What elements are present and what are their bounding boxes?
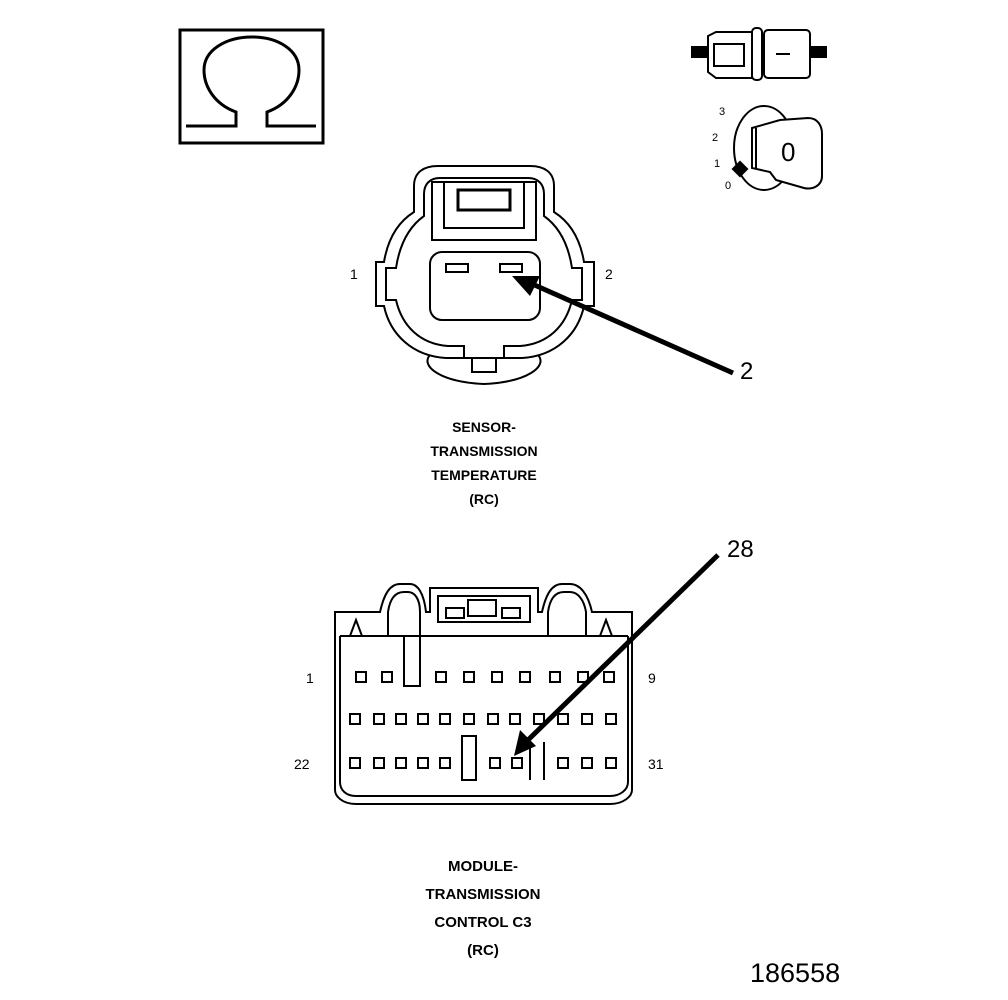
pin-cavity <box>417 757 429 769</box>
pin-cavity <box>373 713 385 725</box>
pin-cavity <box>577 671 589 683</box>
module-connector <box>334 583 633 805</box>
ignition-position-1: 1 <box>714 158 721 170</box>
pin-cavity <box>349 713 361 725</box>
module-pin-cavities <box>349 671 617 769</box>
ohm-icon <box>178 28 325 145</box>
pin-cavity <box>533 713 545 725</box>
sensor-pin-2-label: 2 <box>605 266 613 282</box>
ignition-position-3: 3 <box>719 106 726 118</box>
disconnect-connector-icon <box>691 27 827 81</box>
caption-line: CONTROL C3 <box>434 914 532 931</box>
module-pin-1-label: 1 <box>306 670 314 686</box>
module-pin-22-label: 22 <box>294 756 310 772</box>
module-callout-number: 28 <box>727 536 754 563</box>
pin-cavity <box>439 757 451 769</box>
caption-line: SENSOR- <box>452 419 516 435</box>
pin-cavity <box>373 757 385 769</box>
pin-cavity <box>487 713 499 725</box>
pin-cavity <box>463 713 475 725</box>
pin-cavity <box>395 713 407 725</box>
caption-line: (RC) <box>467 942 499 959</box>
pin-cavity <box>581 713 593 725</box>
pin-cavity <box>395 757 407 769</box>
pin-cavity <box>463 671 475 683</box>
pin-cavity <box>605 713 617 725</box>
pin-cavity <box>581 757 593 769</box>
caption-line: TRANSMISSION <box>425 886 541 903</box>
sensor-callout-number: 2 <box>740 358 754 385</box>
pin-cavity <box>381 671 393 683</box>
pin-2-callout-arrow <box>512 276 735 376</box>
ignition-key-label: 0 <box>781 137 796 167</box>
pin-28-callout-arrow <box>514 553 720 756</box>
pin-cavity <box>557 757 569 769</box>
caption-line: TRANSMISSION <box>430 443 538 459</box>
pin-cavity <box>349 757 361 769</box>
pin-cavity <box>549 671 561 683</box>
pin-cavity <box>557 713 569 725</box>
ignition-position-2: 2 <box>712 132 719 144</box>
caption-line: TEMPERATURE <box>431 467 537 483</box>
caption-line: MODULE- <box>448 858 518 875</box>
module-pin-31-label: 31 <box>648 756 664 772</box>
pin-cavity <box>511 757 523 769</box>
sensor-connector <box>375 165 595 386</box>
pin-cavity <box>417 713 429 725</box>
pin-cavity <box>509 713 521 725</box>
figure-id: 186558 <box>750 958 841 988</box>
pin-cavity <box>603 671 615 683</box>
pin-cavity <box>355 671 367 683</box>
pin-cavity <box>605 757 617 769</box>
module-connector-caption: MODULE- TRANSMISSION CONTROL C3 (RC) <box>353 853 613 965</box>
ignition-key-off-icon <box>731 105 823 191</box>
sensor-pin-1-label: 1 <box>350 266 358 282</box>
sensor-connector-caption: SENSOR- TRANSMISSION TEMPERATURE (RC) <box>354 415 614 511</box>
module-pin-9-label: 9 <box>648 670 656 686</box>
pin-cavity <box>489 757 501 769</box>
pin-cavity <box>435 671 447 683</box>
caption-line: (RC) <box>469 491 499 507</box>
pin-cavity <box>519 671 531 683</box>
pin-cavity <box>491 671 503 683</box>
pin-cavity <box>439 713 451 725</box>
ignition-position-0: 0 <box>725 180 732 192</box>
